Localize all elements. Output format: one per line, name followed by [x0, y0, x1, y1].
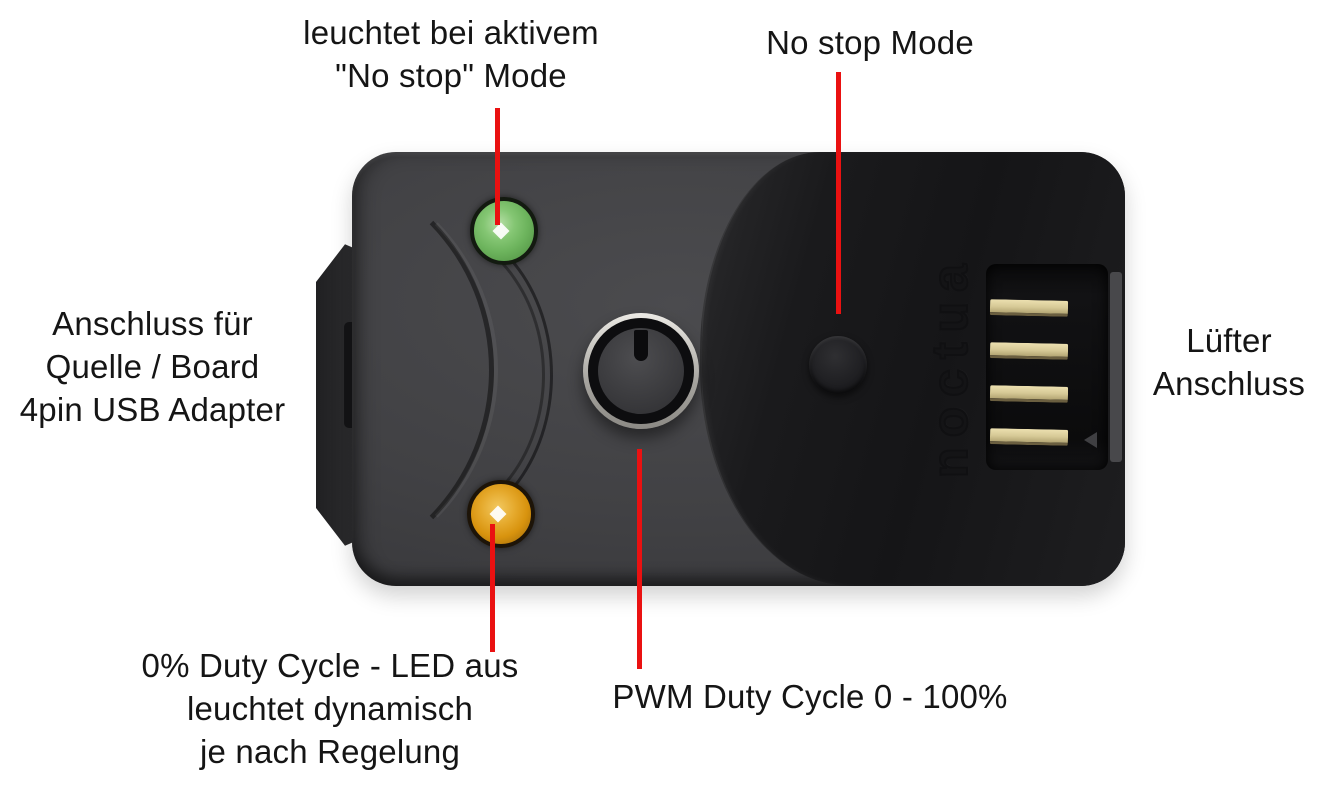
label-source-connector: Anschluss für Quelle / Board 4pin USB Ad… — [10, 303, 295, 432]
label-line: leuchtet dynamisch — [186, 689, 474, 727]
label-fan-connector: Lüfter Anschluss — [1139, 320, 1319, 406]
label-line: PWM Duty Cycle 0 - 100% — [612, 678, 1008, 715]
led-specular-highlight — [492, 222, 510, 240]
label-line: je nach Regelung — [199, 732, 461, 770]
connector-pin — [989, 342, 1069, 360]
fan-connector — [986, 264, 1108, 470]
label-line: 4pin USB Adapter — [19, 390, 286, 428]
no-stop-button — [809, 336, 867, 394]
label-line: Quelle / Board — [45, 347, 260, 385]
green-led — [470, 197, 538, 265]
label-line: "No stop" Mode — [335, 56, 567, 94]
noctua-logo: noctua — [921, 253, 979, 479]
label-duty-cycle-led: 0% Duty Cycle - LED aus leuchtet dynamis… — [115, 645, 545, 774]
label-line: Lüfter — [1186, 322, 1272, 359]
face-arc-thin-inner — [352, 222, 545, 528]
label-line: Anschluss für — [52, 305, 253, 342]
knob-pointer-icon — [634, 330, 648, 361]
callout-line-green-led — [495, 108, 500, 225]
callout-line-orange-led — [490, 524, 495, 652]
label-line: No stop Mode — [766, 24, 974, 61]
label-no-stop-led: leuchtet bei aktivem "No stop" Mode — [236, 12, 666, 98]
connector-pin — [989, 299, 1069, 317]
controller-body: noctua — [352, 152, 1125, 586]
warning-triangle-icon — [1084, 432, 1097, 448]
callout-line-knob — [637, 449, 642, 669]
connector-pin — [989, 385, 1069, 403]
label-no-stop-mode: No stop Mode — [655, 22, 1085, 65]
orange-led — [467, 480, 535, 548]
face-arc-thin-outer — [352, 216, 553, 534]
connector-side-wall — [1110, 272, 1122, 462]
label-line: Anschluss — [1152, 364, 1306, 402]
label-line: 0% Duty Cycle - LED aus — [141, 647, 519, 684]
pwm-knob — [583, 313, 699, 429]
label-pwm-duty-cycle: PWM Duty Cycle 0 - 100% — [595, 676, 1025, 719]
callout-line-button — [836, 72, 841, 314]
label-line: leuchtet bei aktivem — [303, 14, 599, 51]
led-specular-highlight — [489, 505, 507, 523]
connector-pin — [989, 428, 1069, 446]
